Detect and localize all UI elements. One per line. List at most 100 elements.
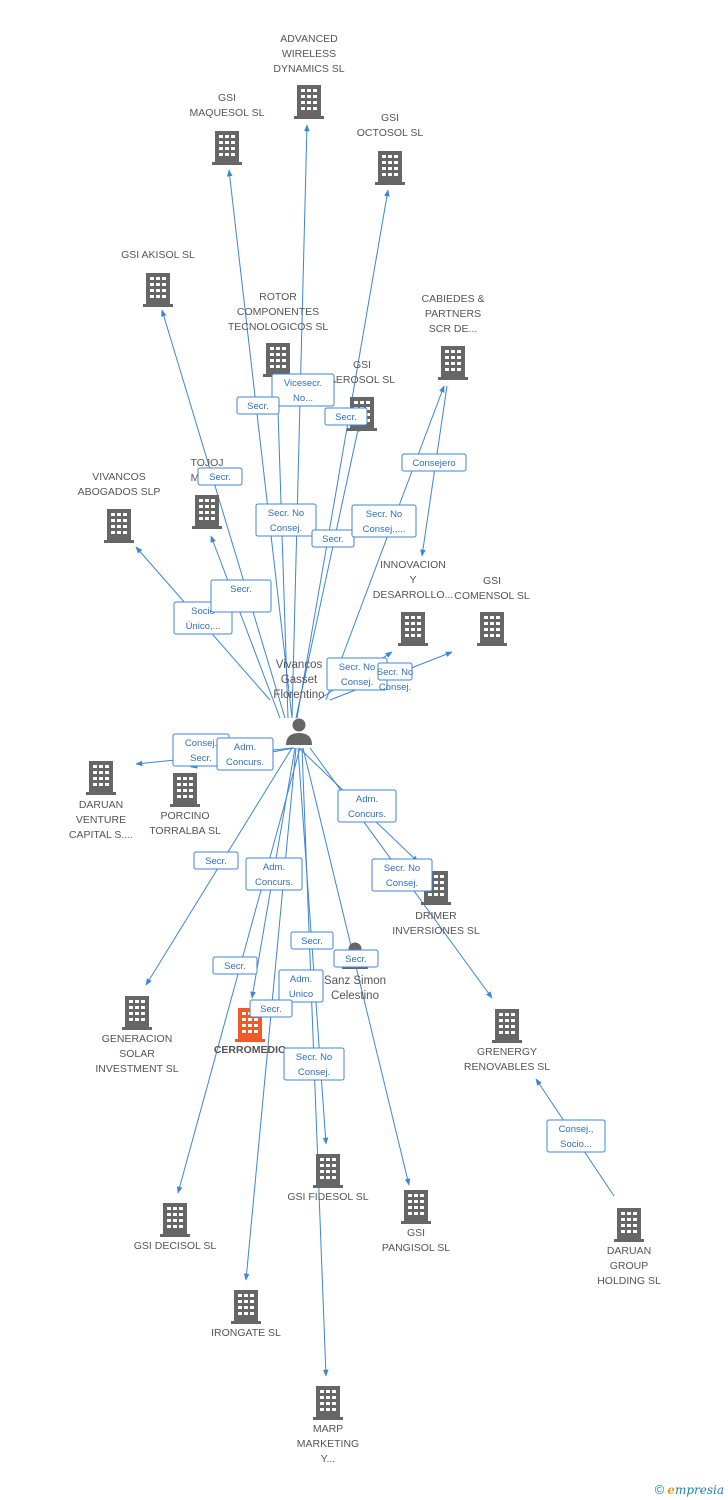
building-icon <box>398 612 428 646</box>
company-node-decisol[interactable]: GSI DECISOL SL <box>134 1203 217 1252</box>
company-label: INVESTMENT SL <box>95 1063 178 1075</box>
relation-badge[interactable]: Adm.Concurs. <box>245 857 303 891</box>
company-label: VIVANCOS <box>92 471 145 483</box>
company-node-innovacion[interactable]: INNOVACIONYDESARROLLO... <box>373 559 454 646</box>
company-label: DARUAN <box>607 1245 651 1257</box>
relation-edge <box>161 309 286 719</box>
relation-edge <box>274 379 289 719</box>
relation-badge[interactable]: Vicesecr.No... <box>271 373 335 407</box>
building-icon <box>86 761 116 795</box>
relation-badge[interactable]: Secr. <box>311 529 355 548</box>
relation-badge[interactable]: Secr. <box>333 949 379 968</box>
relation-badge[interactable]: Consejero <box>401 453 467 472</box>
company-label: GSI <box>381 112 399 124</box>
building-icon <box>122 996 152 1030</box>
relation-badge[interactable]: Secr. <box>210 579 272 613</box>
relation-badge[interactable]: Consej.,Socio... <box>546 1119 606 1153</box>
relation-badge[interactable]: Secr. <box>236 396 280 415</box>
badge-label: Concurs. <box>226 757 264 768</box>
building-icon <box>401 1190 431 1224</box>
relation-badge[interactable]: Secr. <box>212 956 258 975</box>
company-node-comensol[interactable]: GSI COMENSOL SL <box>454 575 530 646</box>
building-icon <box>438 346 468 380</box>
building-icon <box>170 773 200 807</box>
relation-edge <box>296 189 390 719</box>
company-label: COMENSOL SL <box>454 590 530 602</box>
relation-badge[interactable]: Adm.Concurs. <box>337 789 397 823</box>
company-node-cerromedio[interactable]: CERROMEDIO <box>214 1008 286 1056</box>
person-label: Vivancos <box>276 659 323 671</box>
company-label: GSI <box>353 359 371 371</box>
badge-label: Adm. <box>290 974 312 985</box>
company-label: ADVANCED <box>280 33 338 45</box>
company-label: MARP <box>313 1423 343 1435</box>
relation-badge[interactable]: Consej.Secr. <box>172 733 230 767</box>
company-label: CABIEDES & <box>421 293 484 305</box>
badge-label: Secr. <box>345 954 367 965</box>
empresia-footer[interactable]: ©empresia <box>655 1482 724 1497</box>
copyright-icon: © <box>654 1482 665 1497</box>
company-label: RENOVABLES SL <box>464 1061 550 1073</box>
company-label: GSI AKISOL SL <box>121 249 195 261</box>
badge-label: Secr. <box>230 584 252 595</box>
badge-label: Secr. <box>335 412 357 423</box>
building-icon <box>104 509 134 543</box>
company-label: GENERACION <box>102 1033 173 1045</box>
company-label: DARUAN <box>79 799 123 811</box>
person-label: Celestino <box>331 990 379 1002</box>
building-icon <box>143 273 173 307</box>
relation-edge <box>210 535 281 719</box>
building-icon <box>614 1208 644 1242</box>
company-label: TORRALBA SL <box>149 825 221 837</box>
relation-badge[interactable]: Adm.Unico <box>278 969 324 1003</box>
company-label: CERROMEDIO <box>214 1044 286 1056</box>
company-label: GSI <box>483 575 501 587</box>
company-label: CAPITAL S.... <box>69 829 133 841</box>
relation-badge[interactable]: Secr. NoConsej.,... <box>351 504 417 538</box>
relation-badge[interactable]: Secr. <box>249 999 293 1018</box>
badge-label: Secr. No <box>377 667 413 678</box>
badge-label: Secr. <box>224 961 246 972</box>
company-node-akisol[interactable]: GSI AKISOL SL <box>121 249 195 307</box>
company-label: ABOGADOS SLP <box>78 486 161 498</box>
company-label: PANGISOL SL <box>382 1242 450 1254</box>
company-node-vivabog[interactable]: VIVANCOS ABOGADOS SLP <box>78 471 161 543</box>
relation-edge <box>295 424 361 719</box>
relation-badge[interactable]: Secr. <box>324 407 368 426</box>
relation-badge[interactable]: Adm.Concurs. <box>216 737 274 771</box>
badge-label: Consejero <box>412 458 455 469</box>
badge-label: Vicesecr. <box>284 378 322 389</box>
badge-label: Secr. No <box>339 662 375 673</box>
badge-label: Consej. <box>185 738 217 749</box>
relation-badge[interactable]: Secr. <box>290 931 334 950</box>
company-label: Y <box>409 574 416 586</box>
badge-label: Concurs. <box>348 809 386 820</box>
badge-label: Secr. <box>209 472 231 483</box>
building-icon <box>263 343 293 377</box>
company-node-fidesol[interactable]: GSI FIDESOL SL <box>287 1154 369 1203</box>
company-node-marp[interactable]: MARPMARKETINGY... <box>297 1386 359 1465</box>
relation-badge[interactable]: Secr. <box>197 467 243 486</box>
relation-badge[interactable]: Secr. <box>193 851 239 870</box>
company-node-irongate[interactable]: IRONGATE SL <box>211 1290 281 1339</box>
relation-edge <box>325 385 445 701</box>
